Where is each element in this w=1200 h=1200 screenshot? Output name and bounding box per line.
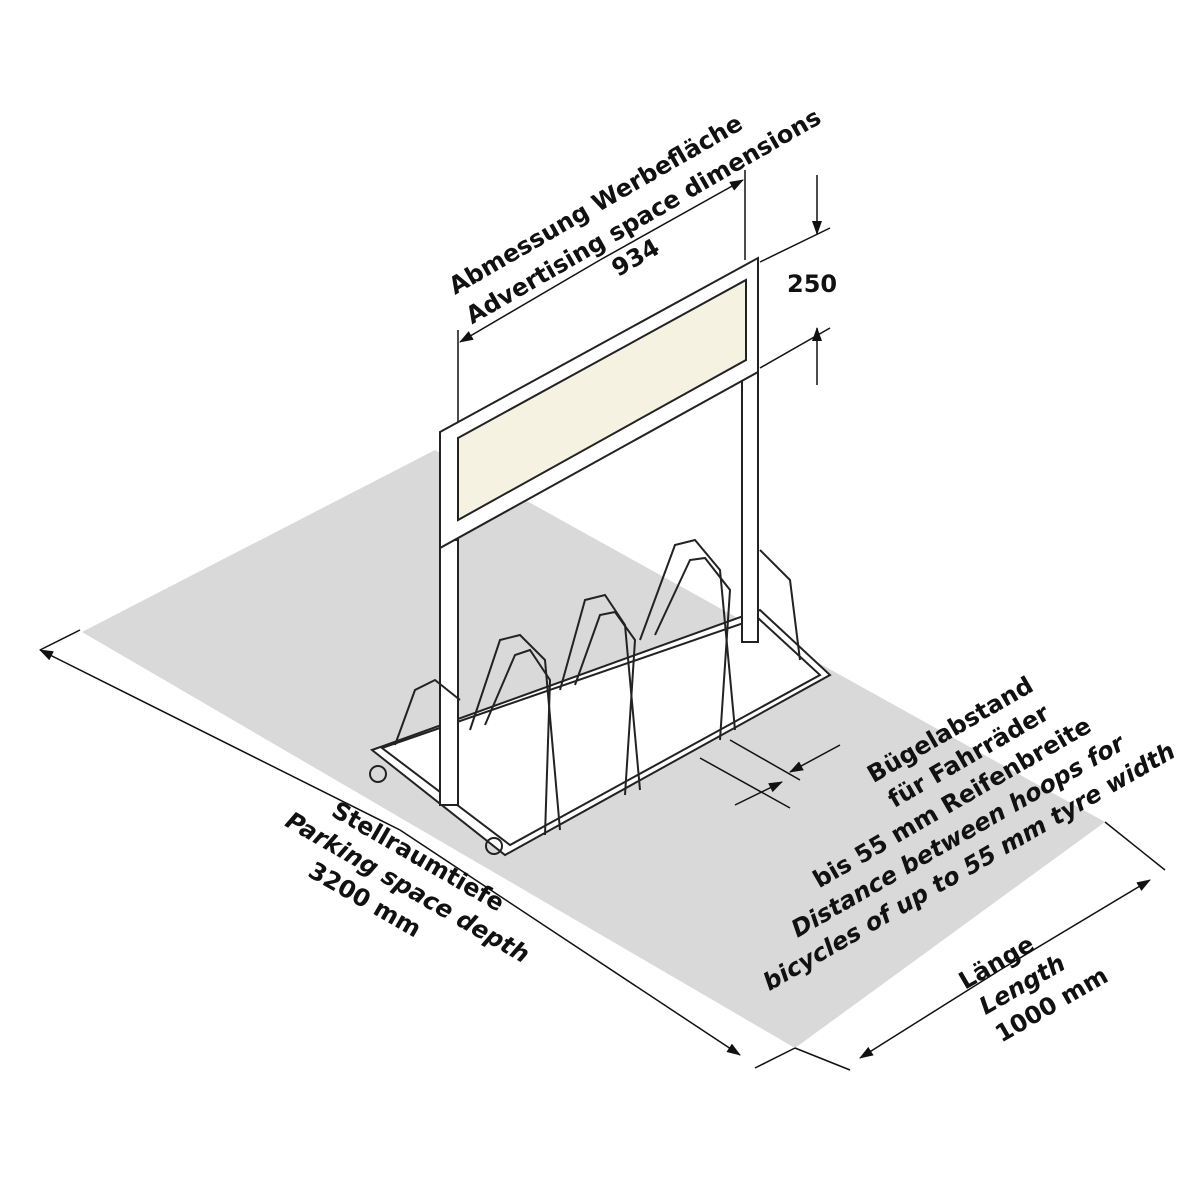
hoop-spacing-arrows [699,739,841,809]
depth-dimension-line [39,629,796,1069]
length-dimension-line [794,821,1166,1071]
wheel-icon [485,837,503,855]
sign-height-dimension [759,175,831,385]
advertising-panel [457,278,747,522]
sign-label-en: Advertising space dimensions [461,103,826,330]
bike-rack [369,256,832,857]
wheel-icon [369,765,387,783]
sign-width-dimension [457,170,746,430]
sign-height-value: 250 [787,270,837,298]
sign-label-de: Abmessung Werbefläche [444,109,747,300]
